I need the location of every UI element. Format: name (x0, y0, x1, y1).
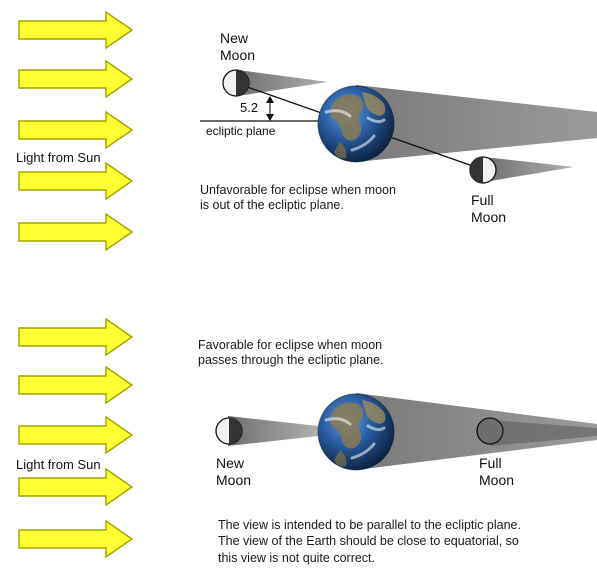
moon-phase-icon (476, 417, 504, 445)
new-moon-shadow (238, 70, 328, 96)
bottom-panel (18, 318, 597, 558)
view-caption: The view is intended to be parallel to t… (218, 518, 521, 565)
full-moon-label-bottom: Full Moon (479, 455, 515, 488)
new-moon-label-bottom: New Moon (216, 455, 252, 488)
umbra-shadow (490, 420, 597, 446)
right-arrow-icon (18, 111, 133, 149)
earth-globe-icon (317, 393, 395, 471)
right-arrow-icon (18, 366, 133, 404)
earth-shadow (356, 85, 597, 162)
double-arrow-icon (266, 96, 274, 121)
light-from-sun-label-top: Light from Sun (16, 150, 101, 165)
right-arrow-icon (18, 60, 133, 98)
light-from-sun-label-bottom: Light from Sun (16, 457, 101, 472)
sun-arrows-top (18, 11, 133, 251)
full-moon-label-top: Full Moon (471, 192, 507, 225)
top-panel (18, 11, 597, 251)
right-arrow-icon (18, 213, 133, 251)
moon-phase-icon (469, 156, 497, 184)
new-moon-shadow (228, 416, 318, 446)
ecliptic-plane-label: ecliptic plane (206, 124, 276, 138)
sun-arrows-bottom (18, 318, 133, 558)
angle-value: 5.2 (240, 100, 259, 115)
earth-globe-icon (317, 85, 395, 163)
right-arrow-icon (18, 416, 133, 454)
right-arrow-icon (18, 11, 133, 49)
moon-phase-icon (215, 417, 243, 445)
right-arrow-icon (18, 318, 133, 356)
right-arrow-icon (18, 162, 133, 200)
unfavorable-note: Unfavorable for eclipse when moon is out… (200, 183, 396, 212)
full-moon-shadow (484, 157, 574, 182)
right-arrow-icon (18, 520, 133, 558)
new-moon-label-top: New Moon (220, 30, 256, 63)
moon-phase-icon (222, 69, 250, 97)
right-arrow-icon (18, 468, 133, 506)
favorable-note: Favorable for eclipse when moon passes t… (198, 338, 384, 367)
